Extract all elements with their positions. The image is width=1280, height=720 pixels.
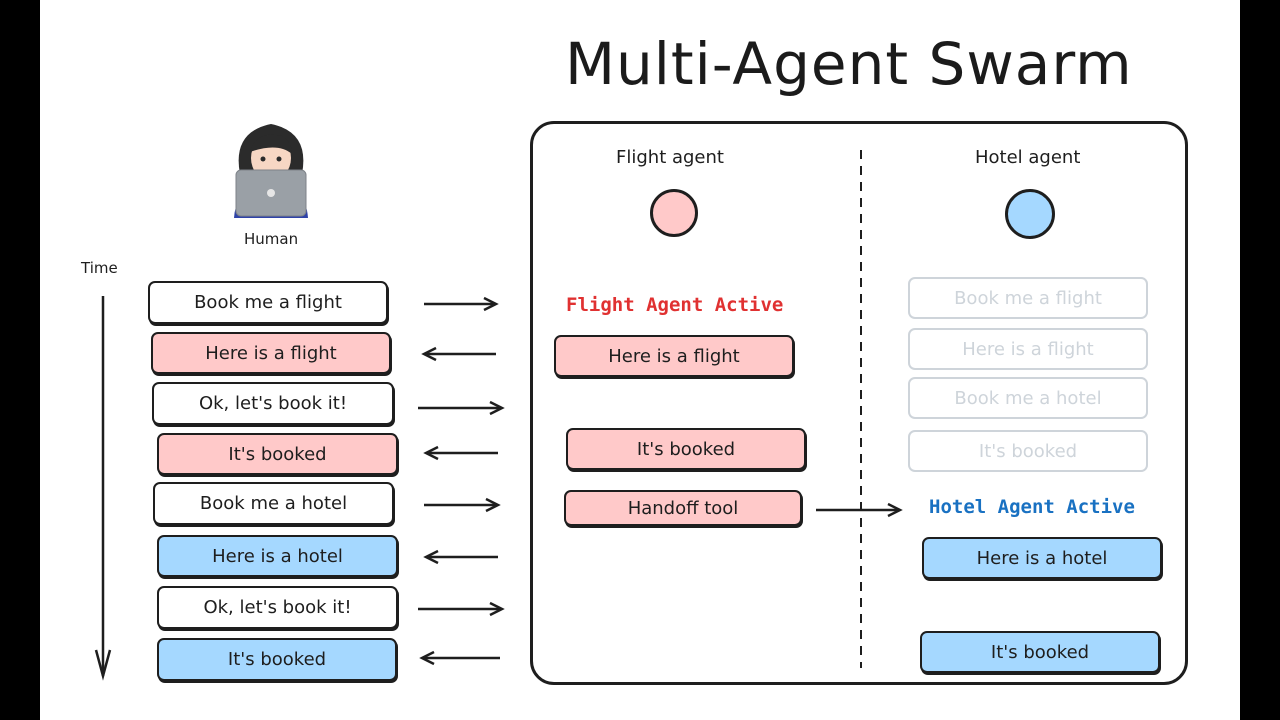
flight-agent-label: Flight agent <box>616 147 724 168</box>
hotel-agent-label: Hotel agent <box>975 147 1081 168</box>
hotel-history-message: It's booked <box>908 430 1148 472</box>
connector-arrows <box>94 150 903 681</box>
flight-agent-node <box>650 189 698 237</box>
hotel-agent-status: Hotel Agent Active <box>929 496 1135 518</box>
swarm-container <box>530 121 1188 685</box>
human-message: Book me a flight <box>148 281 388 324</box>
agent-reply: Here is a flight <box>151 332 391 374</box>
hotel-agent-node <box>1005 189 1055 239</box>
diagram-canvas: Multi-Agent Swarm Human Time Book me a f… <box>40 0 1240 720</box>
agent-reply: It's booked <box>157 433 398 475</box>
human-avatar-icon <box>226 114 316 218</box>
human-message: Book me a hotel <box>153 482 394 525</box>
agent-reply: It's booked <box>157 638 397 681</box>
hotel-agent-message: Here is a hotel <box>922 537 1162 579</box>
hotel-history-message: Here is a flight <box>908 328 1148 370</box>
agent-reply: Here is a hotel <box>157 535 398 577</box>
handoff-tool: Handoff tool <box>564 490 802 526</box>
flight-agent-message: Here is a flight <box>554 335 794 377</box>
human-label: Human <box>244 230 299 248</box>
human-message: Ok, let's book it! <box>157 586 398 629</box>
hotel-history-message: Book me a hotel <box>908 377 1148 419</box>
time-label: Time <box>81 259 118 277</box>
diagram-title: Multi-Agent Swarm <box>565 30 1133 98</box>
hotel-history-message: Book me a flight <box>908 277 1148 319</box>
flight-agent-status: Flight Agent Active <box>566 294 784 316</box>
flight-agent-message: It's booked <box>566 428 806 470</box>
hotel-agent-message: It's booked <box>920 631 1160 673</box>
human-message: Ok, let's book it! <box>152 382 394 425</box>
